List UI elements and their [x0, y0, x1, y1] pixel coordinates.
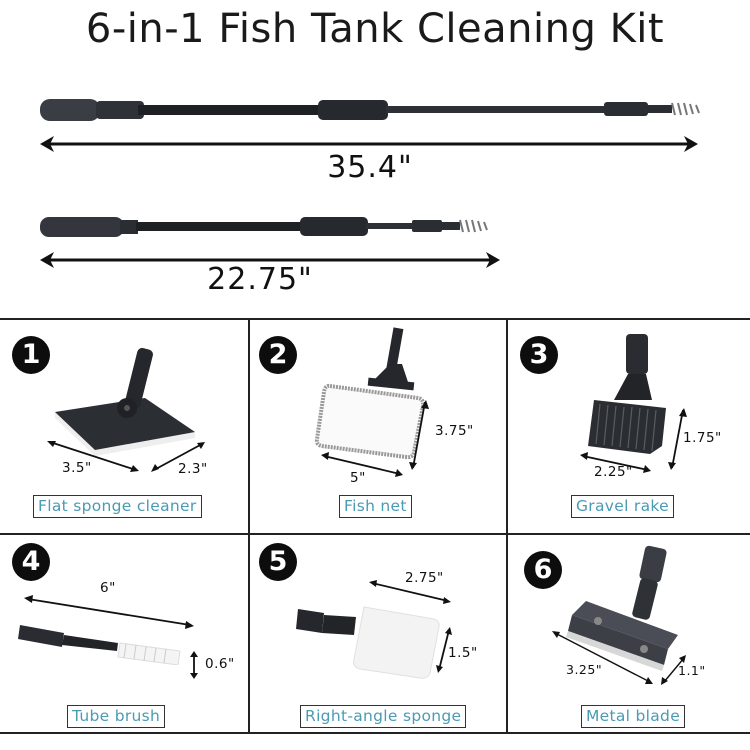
- dimension-arrows-icon: [552, 631, 686, 685]
- retracted-pole-image: [38, 212, 504, 242]
- item-caption: Right-angle sponge: [300, 705, 467, 728]
- tube-brush-icon: [18, 595, 194, 665]
- flat-sponge-cleaner-icon: [55, 348, 195, 456]
- dimension-arrows-icon: [321, 400, 429, 477]
- dimension-arrows-icon: [580, 408, 687, 473]
- item-right-angle-sponge: 5 2.75" 1.5" Right-angle sponge: [250, 535, 506, 732]
- dimension-width: 2.3": [178, 461, 208, 477]
- item-caption: Flat sponge cleaner: [33, 495, 202, 518]
- extended-length-label: 35.4": [327, 150, 413, 185]
- dimension-arrow-icon: [190, 651, 198, 679]
- item-metal-blade: 6 3.25" 1.1" Metal blade: [508, 535, 750, 732]
- item-number-badge: 1: [12, 336, 50, 374]
- dimension-length: 3.25": [566, 662, 603, 677]
- dimension-height: 1.5": [448, 645, 478, 661]
- item-number-badge: 3: [520, 336, 558, 374]
- metal-blade-icon: [566, 545, 678, 671]
- item-caption: Fish net: [339, 495, 412, 518]
- grid-divider: [506, 320, 508, 732]
- right-angle-sponge-icon: [296, 606, 440, 679]
- dimension-arrows-icon: [47, 441, 205, 472]
- page-title: 6-in-1 Fish Tank Cleaning Kit: [85, 6, 665, 52]
- dimension-length: 2.75": [405, 570, 444, 586]
- dimension-width: 1.1": [678, 663, 706, 678]
- retracted-length-label: 22.75": [207, 262, 313, 297]
- dimension-length: 3.5": [62, 460, 92, 476]
- grid-divider: [0, 533, 750, 535]
- dimension-length: 6": [100, 580, 116, 596]
- gravel-rake-icon: [588, 334, 666, 454]
- item-caption: Metal blade: [581, 705, 686, 728]
- dimension-length: 2.25": [594, 464, 633, 480]
- item-caption: Gravel rake: [571, 495, 674, 518]
- retracted-pole-arrow: [38, 251, 502, 269]
- dimension-arrows-icon: [369, 580, 451, 604]
- extended-pole-image: [38, 94, 710, 128]
- dimension-height: 1.75": [683, 430, 722, 446]
- dimension-height: 3.75": [435, 423, 474, 439]
- item-number-badge: 2: [259, 336, 297, 374]
- dimension-length: 5": [350, 470, 366, 486]
- item-number-badge: 4: [12, 543, 50, 581]
- item-tube-brush: 4 6" 0.6" Tube brush: [0, 535, 248, 732]
- item-caption: Tube brush: [67, 705, 166, 728]
- fish-net-icon: [314, 327, 426, 460]
- item-fish-net: 2 3.75" 5" Fish net: [250, 320, 506, 533]
- grid-divider: [248, 320, 250, 732]
- item-flat-sponge-cleaner: 1 3.5" 2.3" Flat sponge cleaner: [0, 320, 248, 533]
- item-gravel-rake: 3 1.75" 2.25" Gravel rake: [508, 320, 750, 533]
- item-number-badge: 6: [524, 551, 562, 589]
- dimension-arrow-icon: [436, 627, 452, 673]
- extended-pole-arrow: [38, 135, 700, 153]
- attachments-grid: 1 3.5" 2.3" Flat sponge cleaner 2: [0, 318, 750, 734]
- dimension-diameter: 0.6": [205, 656, 235, 672]
- item-number-badge: 5: [259, 543, 297, 581]
